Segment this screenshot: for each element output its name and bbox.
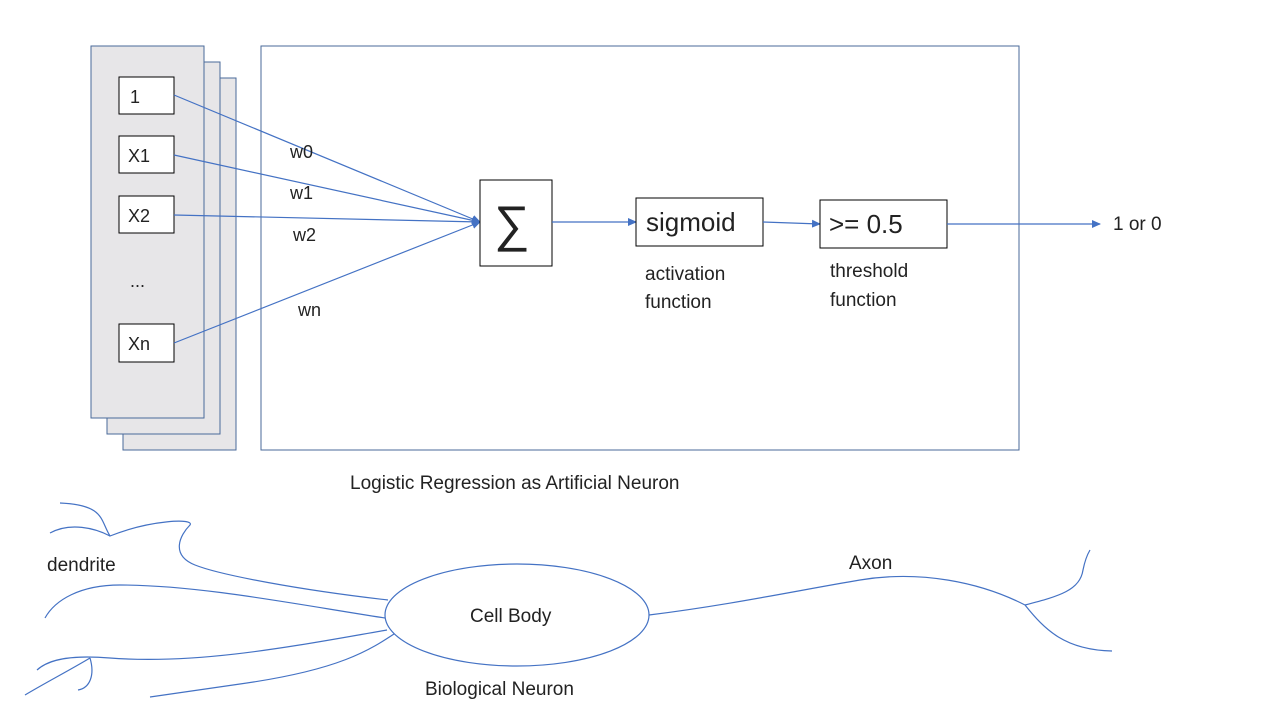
threshold-caption-line1: threshold bbox=[830, 261, 908, 282]
axon-shaft bbox=[648, 575, 1026, 616]
connection-w2 bbox=[173, 214, 481, 226]
input-label-x1: X1 bbox=[128, 146, 150, 166]
input-box-xn bbox=[118, 323, 175, 363]
weight-label-w1: w1 bbox=[289, 183, 313, 203]
cell-body-label: Cell Body bbox=[470, 606, 552, 627]
input-label-xn: Xn bbox=[128, 334, 150, 354]
connection-w0 bbox=[173, 94, 481, 223]
artificial-neuron-frame bbox=[260, 45, 1020, 451]
input-box-bias bbox=[118, 76, 175, 115]
activation-caption-line2: function bbox=[645, 292, 712, 313]
activation-box-label: sigmoid bbox=[646, 207, 736, 237]
input-label-bias: 1 bbox=[130, 87, 140, 107]
activation-caption-line1: activation bbox=[645, 264, 725, 285]
threshold-caption-line2: function bbox=[830, 290, 897, 311]
dendrite-twig-top bbox=[49, 526, 111, 537]
dendrite-branch-middle bbox=[44, 584, 386, 619]
summation-box bbox=[479, 179, 553, 267]
dendrite-branch-top bbox=[59, 502, 389, 601]
threshold-box bbox=[819, 199, 948, 249]
input-label-x2: X2 bbox=[128, 206, 150, 226]
axon-label: Axon bbox=[849, 553, 892, 574]
summation-symbol: ∑ bbox=[494, 196, 530, 252]
activation-box bbox=[635, 197, 764, 247]
weight-label-w2: w2 bbox=[292, 225, 316, 245]
connection-w1 bbox=[173, 154, 481, 225]
axon bbox=[648, 549, 1113, 652]
axon-terminal-up bbox=[1024, 549, 1091, 606]
dendrite-twig-lower bbox=[77, 657, 93, 691]
threshold-box-label: >= 0.5 bbox=[829, 209, 903, 239]
artificial-neuron-title: Logistic Regression as Artificial Neuron bbox=[350, 473, 680, 494]
dendrite-twig-bottom bbox=[24, 657, 91, 696]
input-ellipsis: ... bbox=[130, 271, 145, 291]
biological-neuron-title: Biological Neuron bbox=[425, 679, 574, 700]
input-box-x1 bbox=[118, 135, 175, 174]
connection-sigmoid-to-threshold bbox=[762, 219, 821, 228]
output-label: 1 or 0 bbox=[1113, 214, 1162, 235]
weight-label-wn: wn bbox=[297, 300, 321, 320]
connection-wn bbox=[173, 221, 481, 344]
axon-terminal-down bbox=[1024, 604, 1113, 652]
dendrites bbox=[24, 502, 398, 698]
dendrite-branch-bottom bbox=[149, 631, 398, 698]
weight-label-w0: w0 bbox=[289, 142, 313, 162]
dendrite-label: dendrite bbox=[47, 555, 116, 576]
input-box-x2 bbox=[118, 195, 175, 234]
dendrite-branch-lower bbox=[36, 629, 388, 671]
